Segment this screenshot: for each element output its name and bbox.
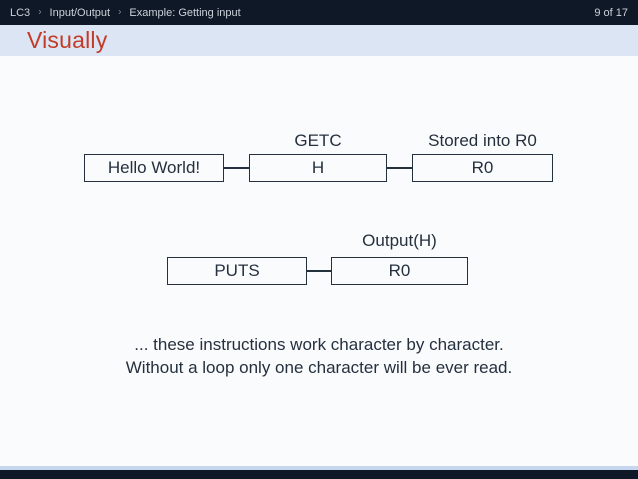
box-r0-stored: R0 (412, 154, 553, 182)
breadcrumb: LC3 › Input/Output › Example: Getting in… (10, 7, 241, 19)
box-hello-world-label: Hello World! (107, 158, 201, 177)
box-r0-stored-label: R0 (471, 158, 494, 177)
top-bar: LC3 › Input/Output › Example: Getting in… (0, 0, 638, 25)
caption-stored-into-r0: Stored into R0 (428, 131, 537, 150)
caption-getc: GETC (294, 131, 342, 150)
box-r0-output-label: R0 (388, 261, 411, 280)
note-paragraph: ... these instructions work character by… (0, 333, 638, 379)
breadcrumb-item-input-output: Input/Output (49, 6, 111, 19)
caption-output-h: Output(H) (362, 231, 437, 250)
bottom-accent-strip (0, 466, 638, 470)
page-indicator: 9 of 17 (594, 6, 628, 19)
title-bar: Visually (0, 25, 638, 56)
box-hello-world: Hello World! (84, 154, 224, 182)
bottom-bar (0, 470, 638, 479)
connector-line (307, 270, 331, 272)
box-puts-label: PUTS (214, 261, 260, 280)
box-puts: PUTS (167, 257, 307, 285)
slide-title: Visually (27, 27, 108, 53)
breadcrumb-item-example: Example: Getting input (129, 6, 241, 19)
breadcrumb-item-lc3: LC3 (10, 6, 31, 19)
box-getc-char: H (249, 154, 387, 182)
chevron-right-icon: › (118, 6, 122, 18)
connector-line (387, 167, 412, 169)
connector-line (224, 167, 249, 169)
box-r0-output: R0 (331, 257, 468, 285)
note-line-2: Without a loop only one character will b… (125, 358, 513, 377)
note-line-1: ... these instructions work character by… (134, 335, 504, 354)
chevron-right-icon: › (38, 6, 42, 18)
box-getc-char-label: H (311, 158, 325, 177)
